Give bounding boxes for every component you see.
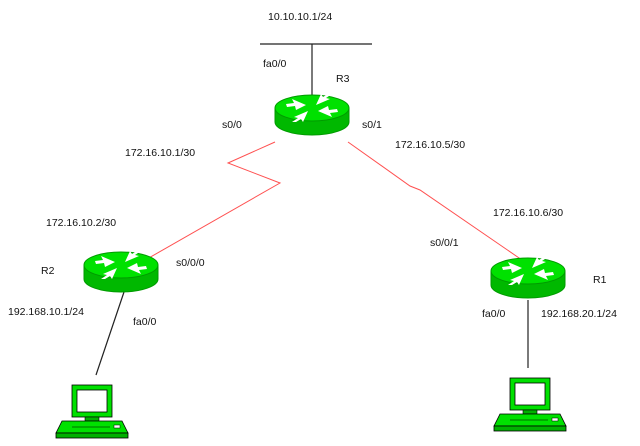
router-r1[interactable] [490,256,566,299]
r3-s01-label: s0/1 [362,119,382,131]
router-r1-label: R1 [593,274,607,286]
r1-lan-ip-label: 192.168.20.1/24 [541,308,617,320]
r3-lan-ip-label: 10.10.10.1/24 [268,11,332,23]
r2-fa00-label: fa0/0 [133,316,157,328]
r3-s00-ip-label: 172.16.10.1/30 [125,147,195,159]
r1-wan-ip-label: 172.16.10.6/30 [493,207,563,219]
serial-link-r3-r2 [139,141,282,264]
router-r3[interactable] [274,93,350,136]
r2-s000-label: s0/0/0 [176,257,205,269]
router-r2-label: R2 [41,265,55,277]
serial-link-r3-r1 [347,141,523,261]
r2-lan-ip-label: 192.168.10.1/24 [8,306,84,318]
r1-s001-label: s0/0/1 [430,237,459,249]
router-r2[interactable] [83,250,159,293]
pc-right-icon[interactable] [493,377,567,432]
router-r3-label: R3 [336,73,350,85]
r2-wan-ip-label: 172.16.10.2/30 [46,217,116,229]
r1-fa00-label: fa0/0 [482,308,506,320]
pc-left-icon[interactable] [55,384,129,439]
r3-s00-label: s0/0 [222,119,242,131]
ethernet-link-r2-pc [95,291,125,376]
r3-fa00-label: fa0/0 [263,58,287,70]
r3-s01-ip-label: 172.16.10.5/30 [395,139,465,151]
